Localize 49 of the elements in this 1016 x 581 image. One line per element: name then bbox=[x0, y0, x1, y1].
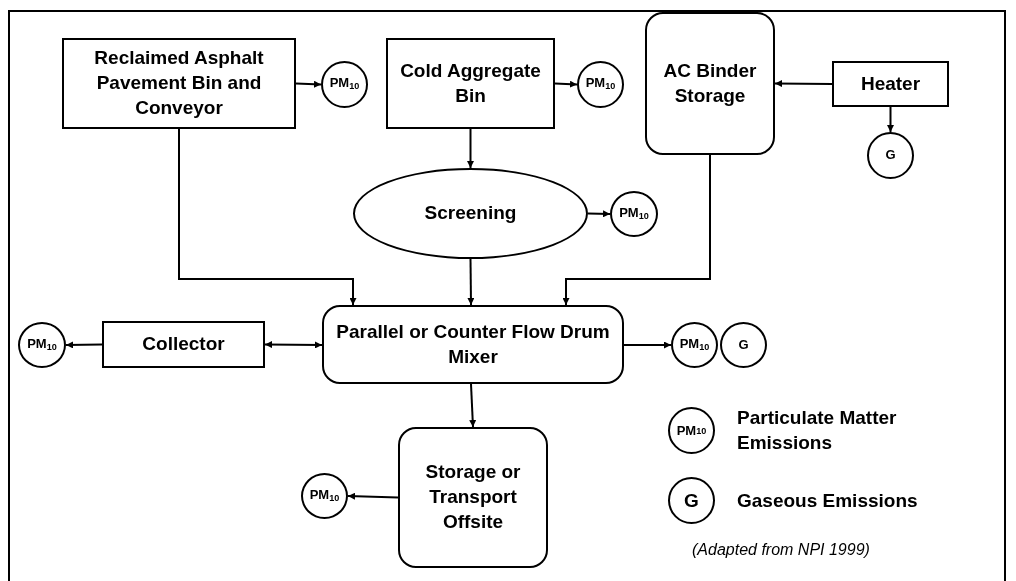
emission-circle bbox=[867, 132, 914, 179]
node-label: PM$_{10}$ bbox=[27, 335, 57, 355]
arrow bbox=[347, 492, 399, 500]
emission-circle bbox=[720, 322, 767, 368]
node-label: Screening bbox=[424, 201, 517, 226]
node-label: PM$_{10}$ bbox=[619, 204, 649, 224]
process-box bbox=[832, 61, 949, 107]
emission-circle bbox=[301, 473, 348, 519]
process-box bbox=[62, 38, 296, 129]
legend-text: Particulate Matter Emissions bbox=[737, 406, 898, 455]
node-label: AC Binder Storage bbox=[662, 58, 758, 108]
arrow bbox=[178, 128, 357, 306]
node-label: Heater bbox=[860, 71, 921, 96]
arrow bbox=[887, 106, 894, 133]
arrow bbox=[467, 128, 474, 169]
rounded-box bbox=[322, 305, 624, 384]
node-label: Storage or Transport Offsite bbox=[424, 460, 522, 534]
arrow bbox=[469, 383, 477, 428]
arrow bbox=[264, 341, 323, 349]
node-label: PM$_{10}$ bbox=[329, 75, 360, 94]
arrow bbox=[467, 258, 475, 306]
arrow bbox=[623, 341, 672, 349]
node-label: Parallel or Counter Flow Drum Mixer bbox=[335, 319, 611, 369]
emission-circle bbox=[610, 191, 658, 237]
emission-circle bbox=[577, 61, 624, 108]
legend-text: Gaseous Emissions bbox=[737, 488, 919, 513]
arrow bbox=[587, 210, 611, 218]
node-label: Reclaimed Asphalt Pavement Bin and Conveyor bbox=[93, 46, 265, 120]
rounded-box bbox=[645, 12, 775, 155]
arrow bbox=[295, 80, 322, 88]
emission-circle bbox=[671, 322, 718, 368]
arrow bbox=[774, 80, 833, 88]
arrow bbox=[562, 154, 711, 306]
node-label: PM$_{10}$ bbox=[309, 486, 340, 506]
source-note: (Adapted from NPI 1999) bbox=[692, 541, 870, 559]
node-label: G bbox=[738, 336, 749, 354]
rounded-box bbox=[398, 427, 548, 568]
emission-circle bbox=[18, 322, 66, 368]
arrow bbox=[65, 341, 103, 349]
node-label: G bbox=[885, 147, 896, 164]
arrow bbox=[554, 80, 578, 88]
node-label: PM$_{10}$ bbox=[585, 75, 616, 94]
node-label: Collector bbox=[142, 332, 225, 357]
node-label: PM$_{10}$ bbox=[679, 335, 710, 355]
process-box bbox=[102, 321, 265, 368]
legend-symbol: G bbox=[668, 477, 715, 525]
emission-circle bbox=[321, 61, 368, 108]
node-label: Cold Aggregate Bin bbox=[399, 58, 542, 108]
process-box bbox=[386, 38, 555, 129]
